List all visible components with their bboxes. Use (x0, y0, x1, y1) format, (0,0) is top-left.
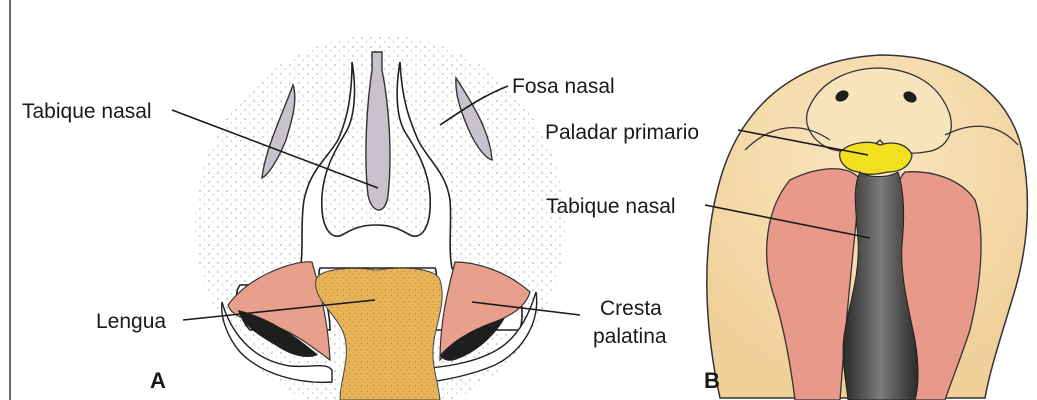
label-tabique-nasal-a: Tabique nasal (22, 100, 152, 123)
label-paladar-primario: Paladar primario (545, 121, 699, 144)
panel-letter-b: B (704, 368, 720, 393)
panel-letter-a: A (150, 368, 166, 393)
panel-b: Paladar primario Tabique nasal B (545, 55, 1027, 400)
label-tabique-nasal-b: Tabique nasal (546, 195, 676, 218)
primary-palate (840, 142, 912, 174)
label-cresta-line2: palatina (593, 325, 667, 348)
label-fosa-nasal: Fosa nasal (512, 75, 615, 98)
label-lengua: Lengua (96, 310, 166, 333)
label-cresta-line1: Cresta (600, 297, 662, 320)
